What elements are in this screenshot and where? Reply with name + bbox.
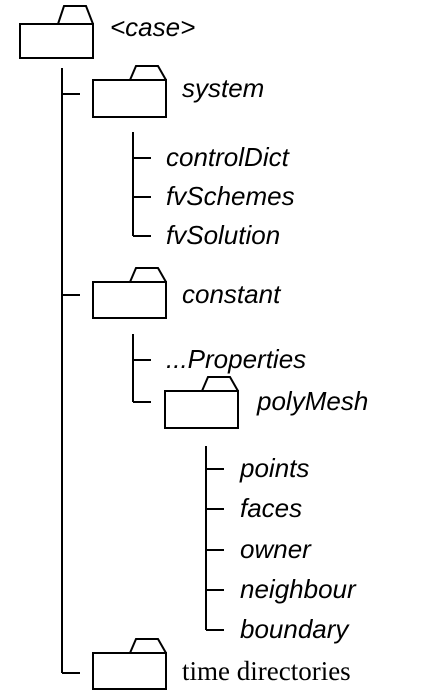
properties-label: ...Properties bbox=[166, 344, 307, 374]
fvsolution-label: fvSolution bbox=[166, 220, 281, 250]
boundary-label: boundary bbox=[240, 614, 349, 644]
fvschemes-label: fvSchemes bbox=[166, 181, 295, 211]
case-label: <case> bbox=[110, 12, 196, 42]
controldict-label: controlDict bbox=[166, 142, 289, 172]
neighbour-label: neighbour bbox=[240, 574, 356, 604]
folder-icon-system bbox=[92, 65, 167, 118]
folder-icon-time-directories bbox=[92, 638, 167, 690]
folder-icon-case bbox=[19, 5, 94, 59]
points-label: points bbox=[240, 453, 310, 483]
time-directories-label: time directories bbox=[182, 656, 351, 686]
folder-icon-constant bbox=[92, 267, 167, 319]
faces-label: faces bbox=[240, 493, 303, 523]
polymesh-label: polyMesh bbox=[257, 386, 369, 416]
folder-icon-polymesh bbox=[164, 376, 239, 429]
owner-label: owner bbox=[240, 534, 311, 564]
constant-label: constant bbox=[182, 279, 281, 309]
system-label: system bbox=[182, 73, 265, 103]
